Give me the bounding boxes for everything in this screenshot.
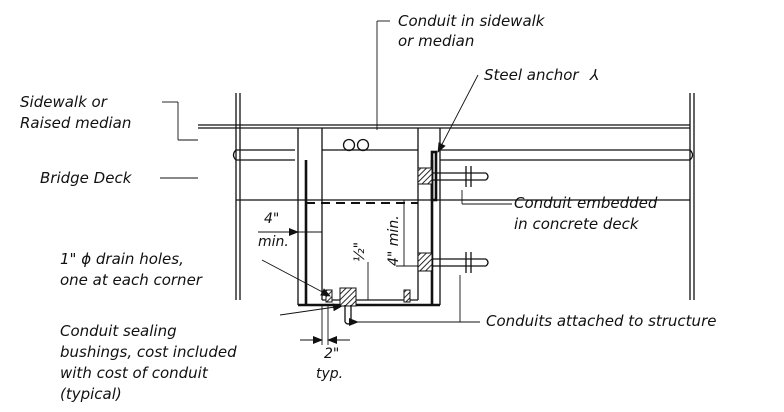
steel-anchor-plate [430, 150, 438, 202]
label-drain-line2: one at each corner [60, 271, 203, 289]
label-bushing-line2: bushings, cost included [60, 343, 237, 361]
dim-half-inch: ½" [352, 242, 368, 262]
label-sidewalk-line2: Raised median [20, 114, 131, 132]
embedded-conduit [417, 166, 489, 187]
deck-structure [198, 93, 695, 300]
dim-four-inch-min: 4" min. [386, 215, 402, 266]
label-bushing-line1: Conduit sealing [60, 322, 177, 340]
dim-four-inch: 4" [264, 211, 279, 227]
dimension-lines [258, 200, 418, 345]
label-steel-anchor: Steel anchor [484, 66, 579, 84]
dim-typ: typ. [316, 366, 343, 382]
junction-box [297, 128, 441, 307]
dim-two-inch: 2" [324, 346, 339, 362]
labels: Conduit in sidewalk or median Steel anch… [20, 12, 716, 403]
label-attached: Conduits attached to structure [486, 312, 716, 330]
conduit-circle-left [342, 138, 356, 152]
plate-symbol-icon: ⅄ [589, 66, 599, 84]
label-bridge-deck: Bridge Deck [40, 169, 133, 187]
label-sidewalk-line1: Sidewalk or [20, 93, 108, 111]
label-conduit-sidewalk-line2: or median [398, 32, 474, 50]
attached-conduit [417, 252, 489, 273]
label-embedded-line2: in concrete deck [514, 215, 640, 233]
conduit-circle-right [356, 138, 370, 152]
label-embedded-line1: Conduit embedded [514, 194, 658, 212]
label-bushing-line3: with cost of conduit [60, 364, 209, 382]
dim-min: min. [258, 234, 289, 250]
label-conduit-sidewalk-line1: Conduit in sidewalk [398, 12, 546, 30]
label-bushing-line4: (typical) [60, 385, 122, 403]
leader-lines [160, 20, 512, 326]
label-drain-line1: 1" ϕ drain holes, [60, 250, 184, 268]
